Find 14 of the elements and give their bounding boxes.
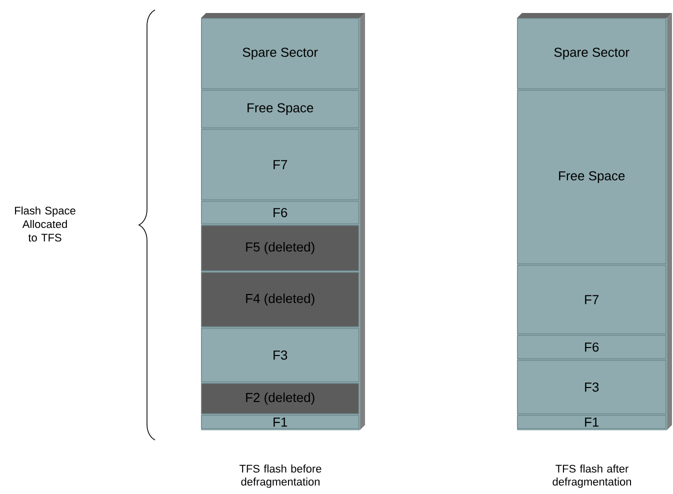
memory-segment: F4 (deleted) <box>201 272 360 328</box>
memory-segment: F5 (deleted) <box>201 225 360 272</box>
memory-segment: Spare Sector <box>201 18 360 90</box>
column-caption: TFS flash before defragmentation <box>239 464 322 488</box>
memory-segment: F6 <box>517 335 666 360</box>
memory-segment: Free Space <box>201 90 360 128</box>
brace-label: Flash Space Allocated to TFS <box>15 206 76 242</box>
memory-segment: F6 <box>201 200 360 224</box>
memory-segment: F3 <box>201 328 360 382</box>
column-caption: TFS flash after defragmentation <box>552 464 632 488</box>
memory-segment: F1 <box>517 415 666 430</box>
memory-segment: F1 <box>201 415 360 430</box>
memory-segment: Spare Sector <box>517 18 666 90</box>
memory-segment: F2 (deleted) <box>201 383 360 414</box>
